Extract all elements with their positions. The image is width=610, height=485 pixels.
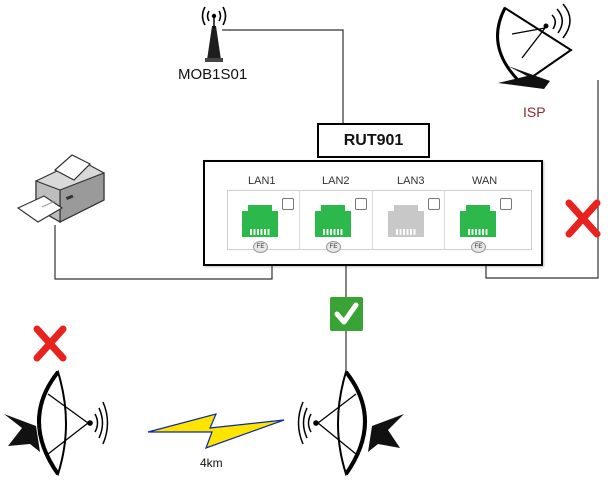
lightning-bolt-icon	[147, 413, 285, 450]
red-x-icon	[565, 199, 601, 238]
router-port-frame	[227, 190, 532, 250]
cell-tower-antenna-icon	[201, 6, 227, 62]
rj45-port-icon	[315, 205, 351, 237]
green-check-icon	[330, 297, 363, 331]
link-printer-to-router	[54, 225, 273, 280]
rj45-port-icon	[460, 205, 496, 237]
port-lan2[interactable]: FE	[299, 190, 372, 253]
antenna-dish-left-icon	[4, 369, 109, 477]
link-distance-label: 4km	[200, 456, 223, 470]
printer-icon	[16, 154, 105, 224]
mob-device-label: MOB1S01	[178, 66, 248, 83]
port-wan[interactable]: FE	[444, 190, 517, 253]
port-speed-badge: FE	[471, 241, 486, 253]
port-label-lan3: LAN3	[397, 175, 425, 187]
rj45-port-icon	[242, 205, 278, 237]
satellite-dish-icon	[496, 3, 573, 89]
rj45-port-icon	[388, 205, 424, 237]
port-select-checkbox[interactable]	[428, 198, 440, 210]
port-lan3[interactable]	[372, 190, 445, 250]
link-mob-to-router	[222, 29, 344, 123]
port-label-lan2: LAN2	[322, 175, 350, 187]
router-title: RUT901	[317, 123, 430, 158]
port-select-checkbox[interactable]	[282, 198, 294, 210]
red-x-icon	[33, 325, 67, 362]
port-label-lan1: LAN1	[248, 175, 276, 187]
link-isp-to-router	[485, 80, 599, 279]
port-label-wan: WAN	[472, 175, 498, 187]
port-lan1[interactable]: FE	[227, 190, 299, 253]
port-speed-badge: FE	[326, 241, 341, 253]
port-speed-badge: FE	[253, 241, 268, 253]
antenna-dish-right-icon	[297, 369, 404, 477]
isp-label: ISP	[523, 104, 546, 120]
port-select-checkbox[interactable]	[500, 198, 512, 210]
port-select-checkbox[interactable]	[355, 198, 367, 210]
